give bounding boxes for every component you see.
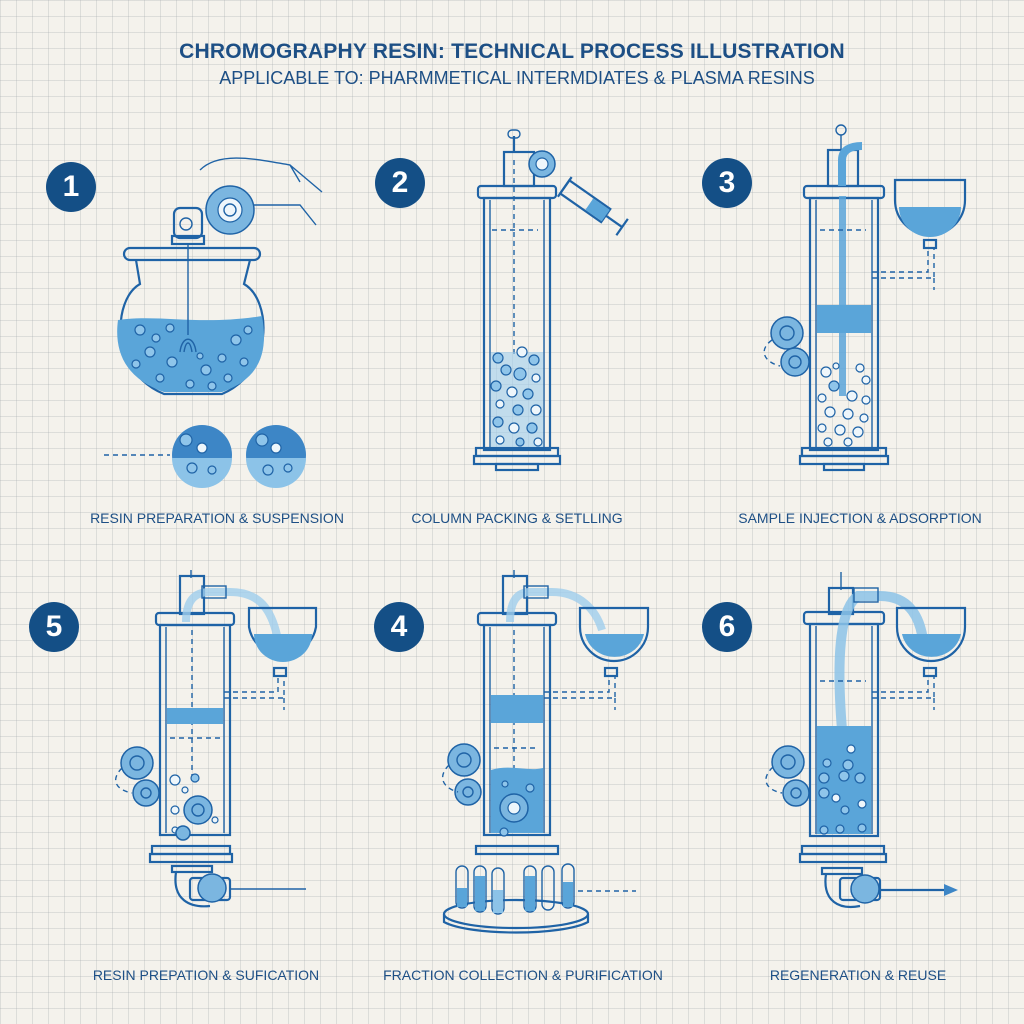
step-badge: 6 — [702, 602, 752, 652]
reservoir-icon — [893, 178, 967, 250]
step-badge: 1 — [46, 162, 96, 212]
adsorption-band — [817, 305, 871, 333]
resin-beads — [131, 323, 253, 391]
step-badge: 4 — [374, 602, 424, 652]
gear-icon — [441, 743, 482, 806]
step-caption: REGENERATION & REUSE — [769, 967, 947, 983]
magnified-resin-view-1 — [172, 425, 232, 488]
gear-icon — [205, 185, 255, 235]
step-badge: 3 — [702, 158, 752, 208]
reservoir-icon — [895, 606, 967, 678]
packed-resin-beads — [490, 346, 543, 447]
syringe-icon — [556, 176, 629, 236]
step-badge: 2 — [375, 158, 425, 208]
page-subtitle: APPLICABLE TO: PHARMMETICAL INTERMDIATES… — [219, 68, 815, 88]
pump-gear-icon — [850, 874, 880, 904]
reservoir-icon — [247, 606, 318, 678]
gear-icon — [528, 150, 556, 178]
page-title: CHROMOGRAPHY RESIN: TECHNICAL PROCESS IL… — [179, 40, 845, 63]
step-caption: FRACTION COLLECTION & PURIFICATION — [383, 967, 663, 983]
reservoir-icon — [578, 606, 650, 678]
hand-icon — [199, 157, 323, 226]
resin-beads — [169, 773, 219, 841]
step-caption: RESIN PREPARATION & SUSPENSION — [90, 510, 344, 526]
pump-gear-icon — [197, 873, 227, 903]
step-caption: COLUMN PACKING & SETLLING — [411, 510, 623, 526]
step-badge: 5 — [29, 602, 79, 652]
magnified-resin-view-2 — [246, 425, 306, 488]
test-tube-carousel — [442, 863, 590, 934]
step-caption: RESIN PREPATION & SUFICATION — [92, 967, 320, 983]
resin-beads — [817, 362, 871, 447]
gear-icon — [763, 316, 810, 377]
step-caption: SAMPLE INJECTION & ADSORPTION — [738, 510, 982, 526]
resin-beads — [818, 744, 867, 835]
gear-icon — [114, 746, 160, 807]
gear-icon — [765, 745, 810, 807]
